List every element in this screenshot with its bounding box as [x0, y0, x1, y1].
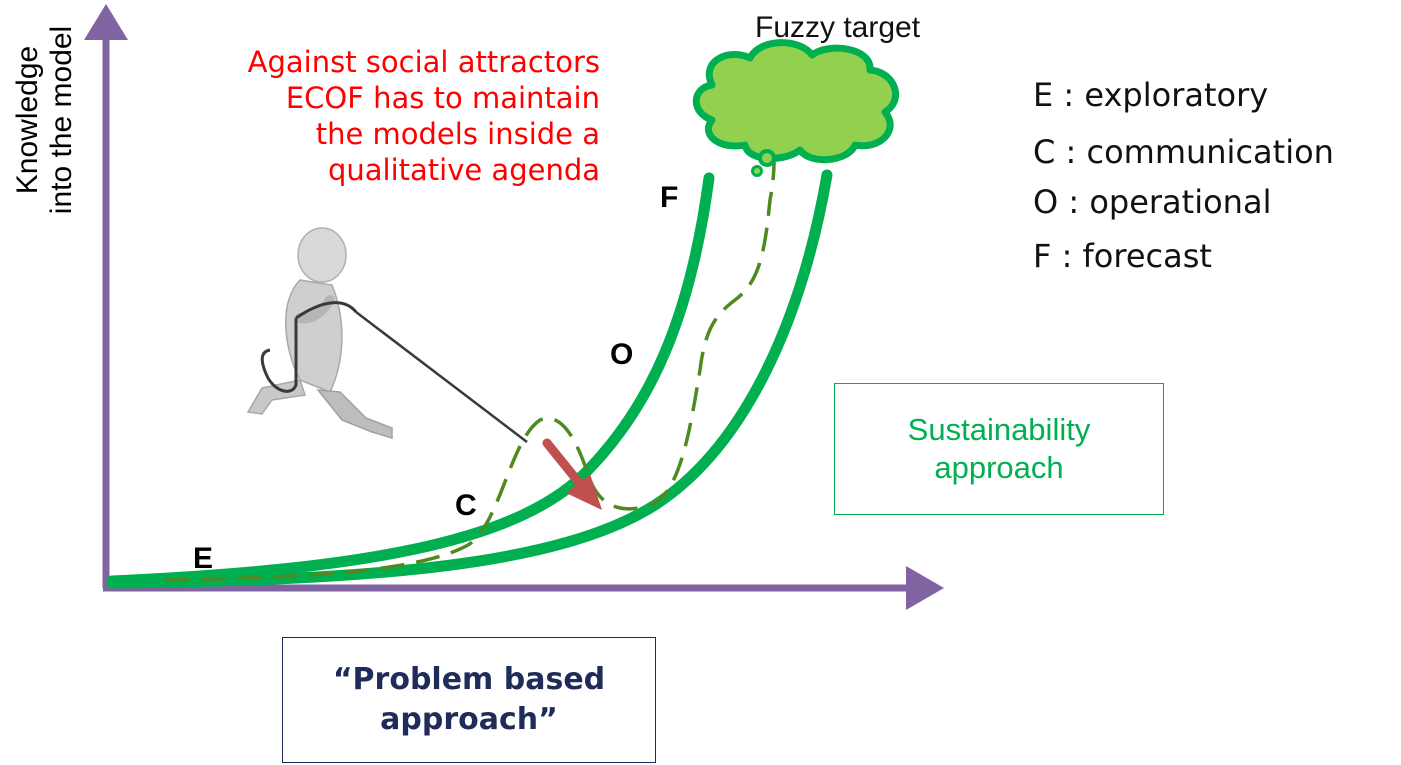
rope-line [355, 311, 528, 443]
note-line-2: ECOF has to maintain [285, 81, 600, 115]
problem-line-1: “Problem based [332, 662, 606, 697]
axes [84, 4, 944, 610]
red-arrow-shaft [542, 438, 590, 495]
sustainability-approach-box: Sustainability approach [834, 383, 1164, 515]
legend-exploratory: E : exploratory [1033, 76, 1269, 114]
stage-label-o: O [610, 338, 634, 371]
legend-forecast: F : forecast [1033, 237, 1212, 275]
y-axis-label: Knowledge into the model [0, 0, 90, 300]
cloud-puff-2 [751, 165, 763, 177]
cloud-icon [692, 39, 900, 177]
stage-label-f: F [660, 181, 679, 214]
problem-based-approach-box: “Problem based approach” [282, 637, 656, 763]
stage-label-c: C [455, 489, 477, 522]
y-axis-label-line-2: into the model [45, 25, 78, 215]
legend-operational: O : operational [1033, 183, 1272, 221]
legend-communication: C : communication [1033, 133, 1334, 171]
note-line-4: qualitative agenda [327, 153, 600, 187]
rope-hook [260, 318, 298, 393]
y-axis-arrowhead [84, 4, 128, 40]
note-line-3: the models inside a [315, 117, 600, 151]
walking-figure [246, 227, 528, 443]
red-arrow [542, 438, 602, 510]
note-line-1: Against social attractors [247, 45, 600, 79]
dashed-trajectory [164, 139, 776, 582]
figure-leg-front [316, 389, 393, 440]
cloud-puff-1 [758, 149, 776, 167]
curve-lower [106, 169, 833, 589]
rope-handle [295, 301, 358, 320]
problem-line-2: approach” [380, 702, 558, 737]
sustainability-line-2: approach [934, 450, 1064, 485]
figure-leg-back [246, 379, 306, 415]
figure-head [297, 227, 347, 283]
fuzzy-target-label: Fuzzy target [755, 11, 921, 44]
social-attractors-note: Against social attractors ECOF has to ma… [210, 44, 600, 188]
y-axis-label-line-1: Knowledge [11, 45, 44, 195]
red-arrow-head [566, 474, 602, 510]
x-axis-arrowhead [906, 566, 944, 610]
stage-label-e: E [193, 542, 214, 575]
sustainability-line-1: Sustainability [907, 412, 1091, 447]
